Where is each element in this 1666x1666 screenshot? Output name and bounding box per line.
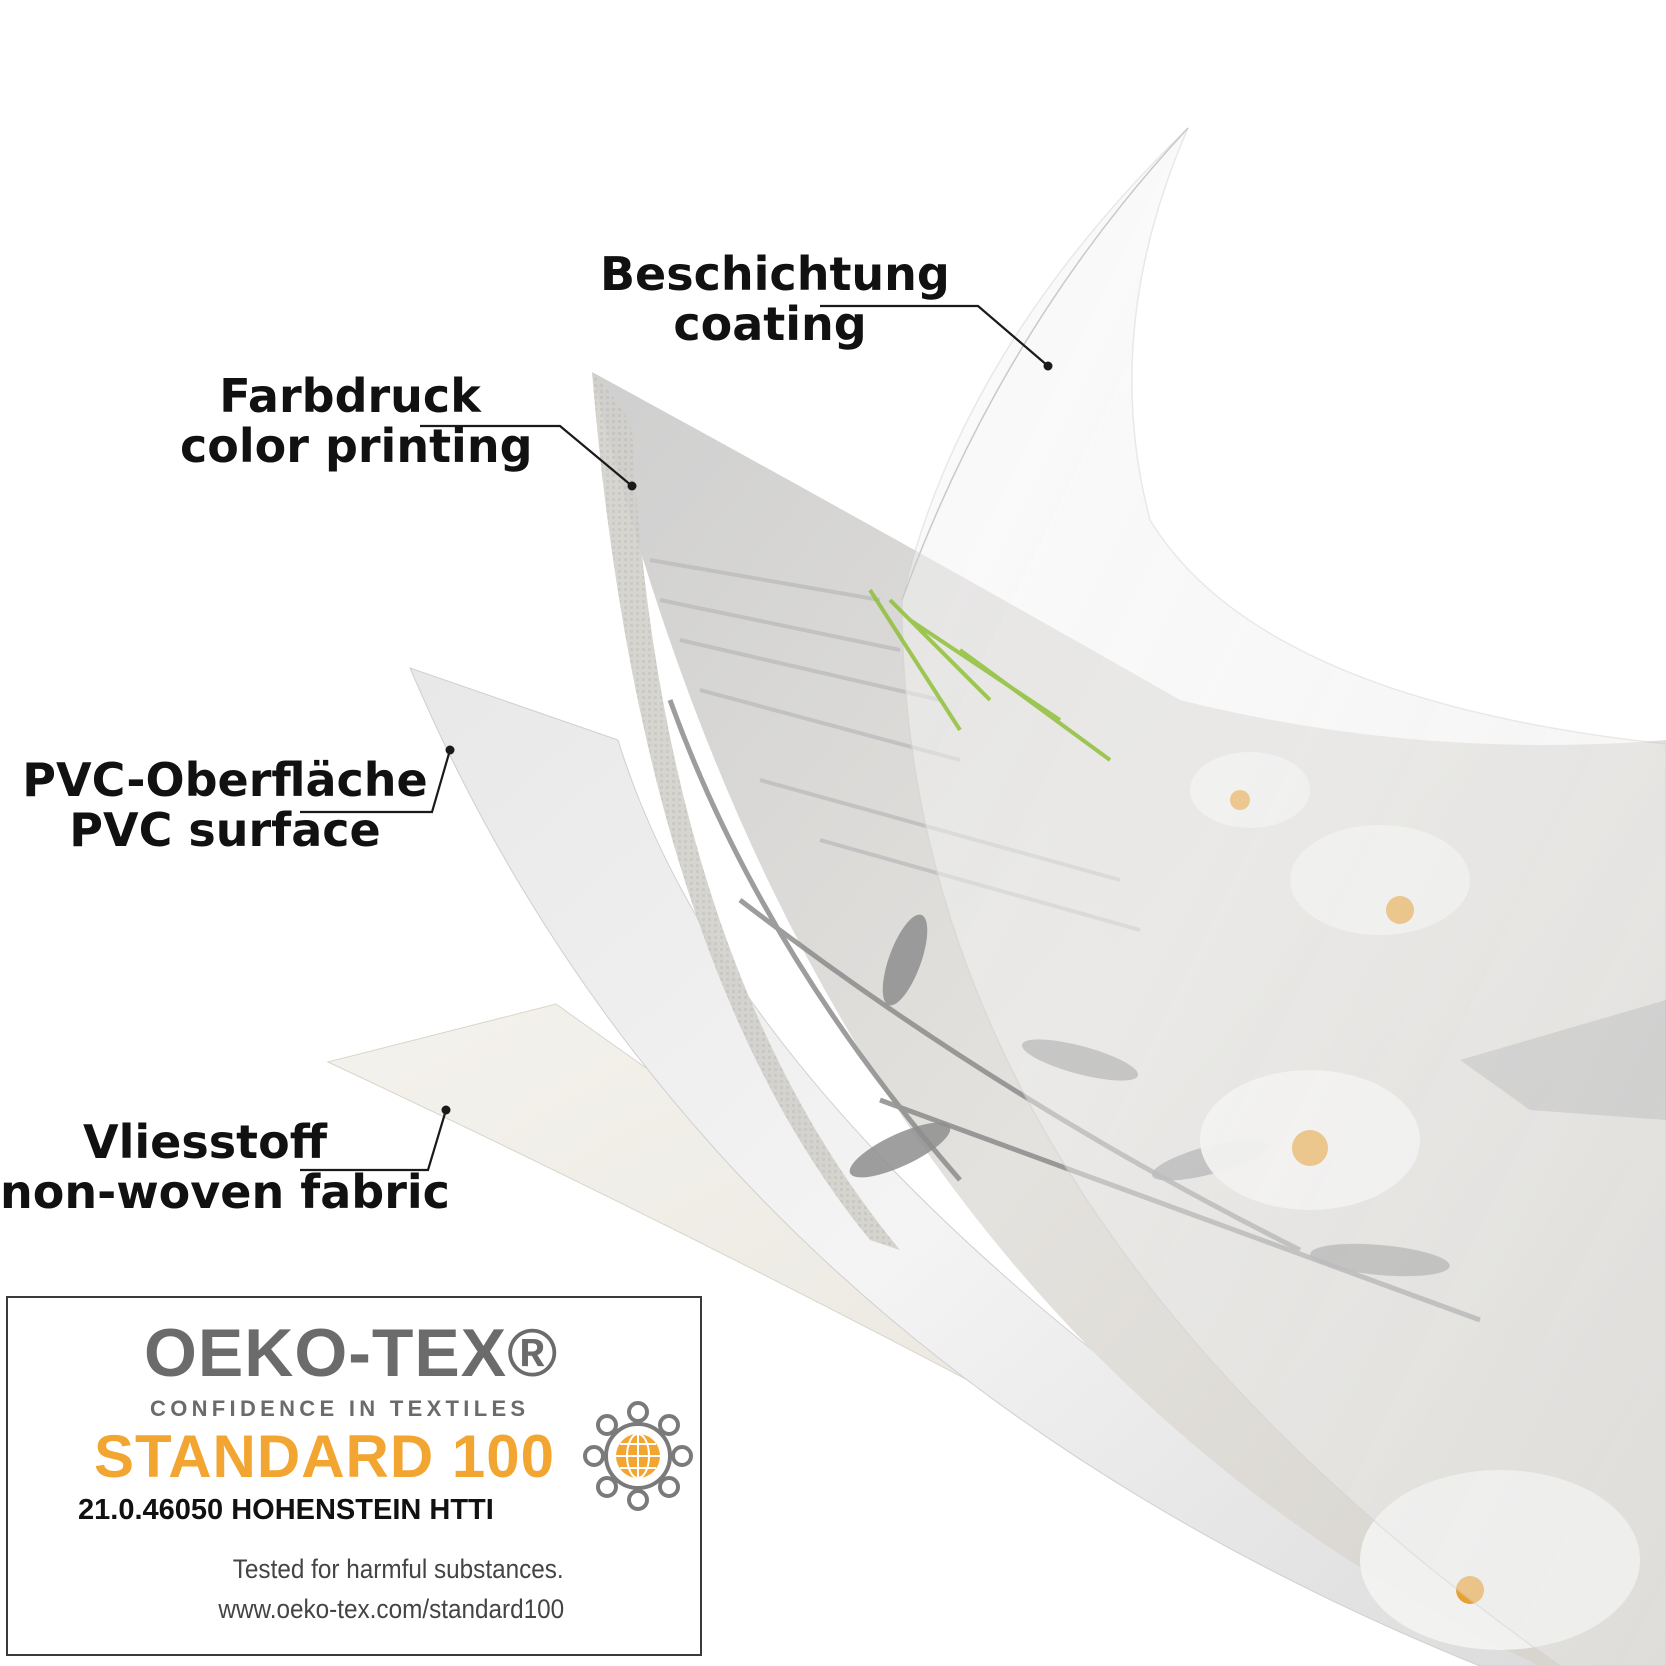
label-non-woven-en: non-woven fabric xyxy=(0,1164,450,1219)
color-printing-edge-texture xyxy=(592,372,900,1250)
certificate-code: 21.0.46050 HOHENSTEIN HTTI xyxy=(78,1494,494,1526)
label-non-woven: Vliesstoff non-woven fabric xyxy=(0,1115,450,1219)
label-pvc-surface-en: PVC surface xyxy=(69,802,381,857)
certificate-brand: OEKO-TEX® xyxy=(144,1315,559,1391)
label-color-printing: Farbdruck color printing xyxy=(180,369,533,473)
coating-layer xyxy=(901,127,1666,1666)
label-color-printing-en: color printing xyxy=(180,418,533,473)
label-coating-de: Beschichtung xyxy=(600,247,950,301)
green-leaves xyxy=(868,588,1112,762)
certificate-url: www.oeko-tex.com/standard100 xyxy=(218,1594,564,1624)
label-pvc-surface: PVC-Oberfläche PVC surface xyxy=(20,753,430,857)
oeko-tex-flower-logo-icon xyxy=(583,1401,693,1511)
leader-lines xyxy=(300,304,1049,1172)
certificate-tagline: CONFIDENCE IN TEXTILES xyxy=(150,1396,530,1421)
pvc-surface-layer xyxy=(409,667,1561,1666)
label-coating: Beschichtung coating xyxy=(600,247,950,351)
leader-dots xyxy=(441,361,1053,1115)
certificate-tested-text: Tested for harmful substances. xyxy=(233,1554,564,1584)
label-pvc-surface-de: PVC-Oberfläche xyxy=(22,753,428,807)
label-color-printing-de: Farbdruck xyxy=(219,369,481,423)
label-coating-en: coating xyxy=(673,296,867,351)
oeko-tex-certificate: OEKO-TEX® CONFIDENCE IN TEXTILES STANDAR… xyxy=(6,1296,702,1656)
coating-layer-edge xyxy=(901,127,1189,601)
certificate-standard: STANDARD 100 xyxy=(94,1423,555,1490)
label-non-woven-de: Vliesstoff xyxy=(83,1115,327,1169)
